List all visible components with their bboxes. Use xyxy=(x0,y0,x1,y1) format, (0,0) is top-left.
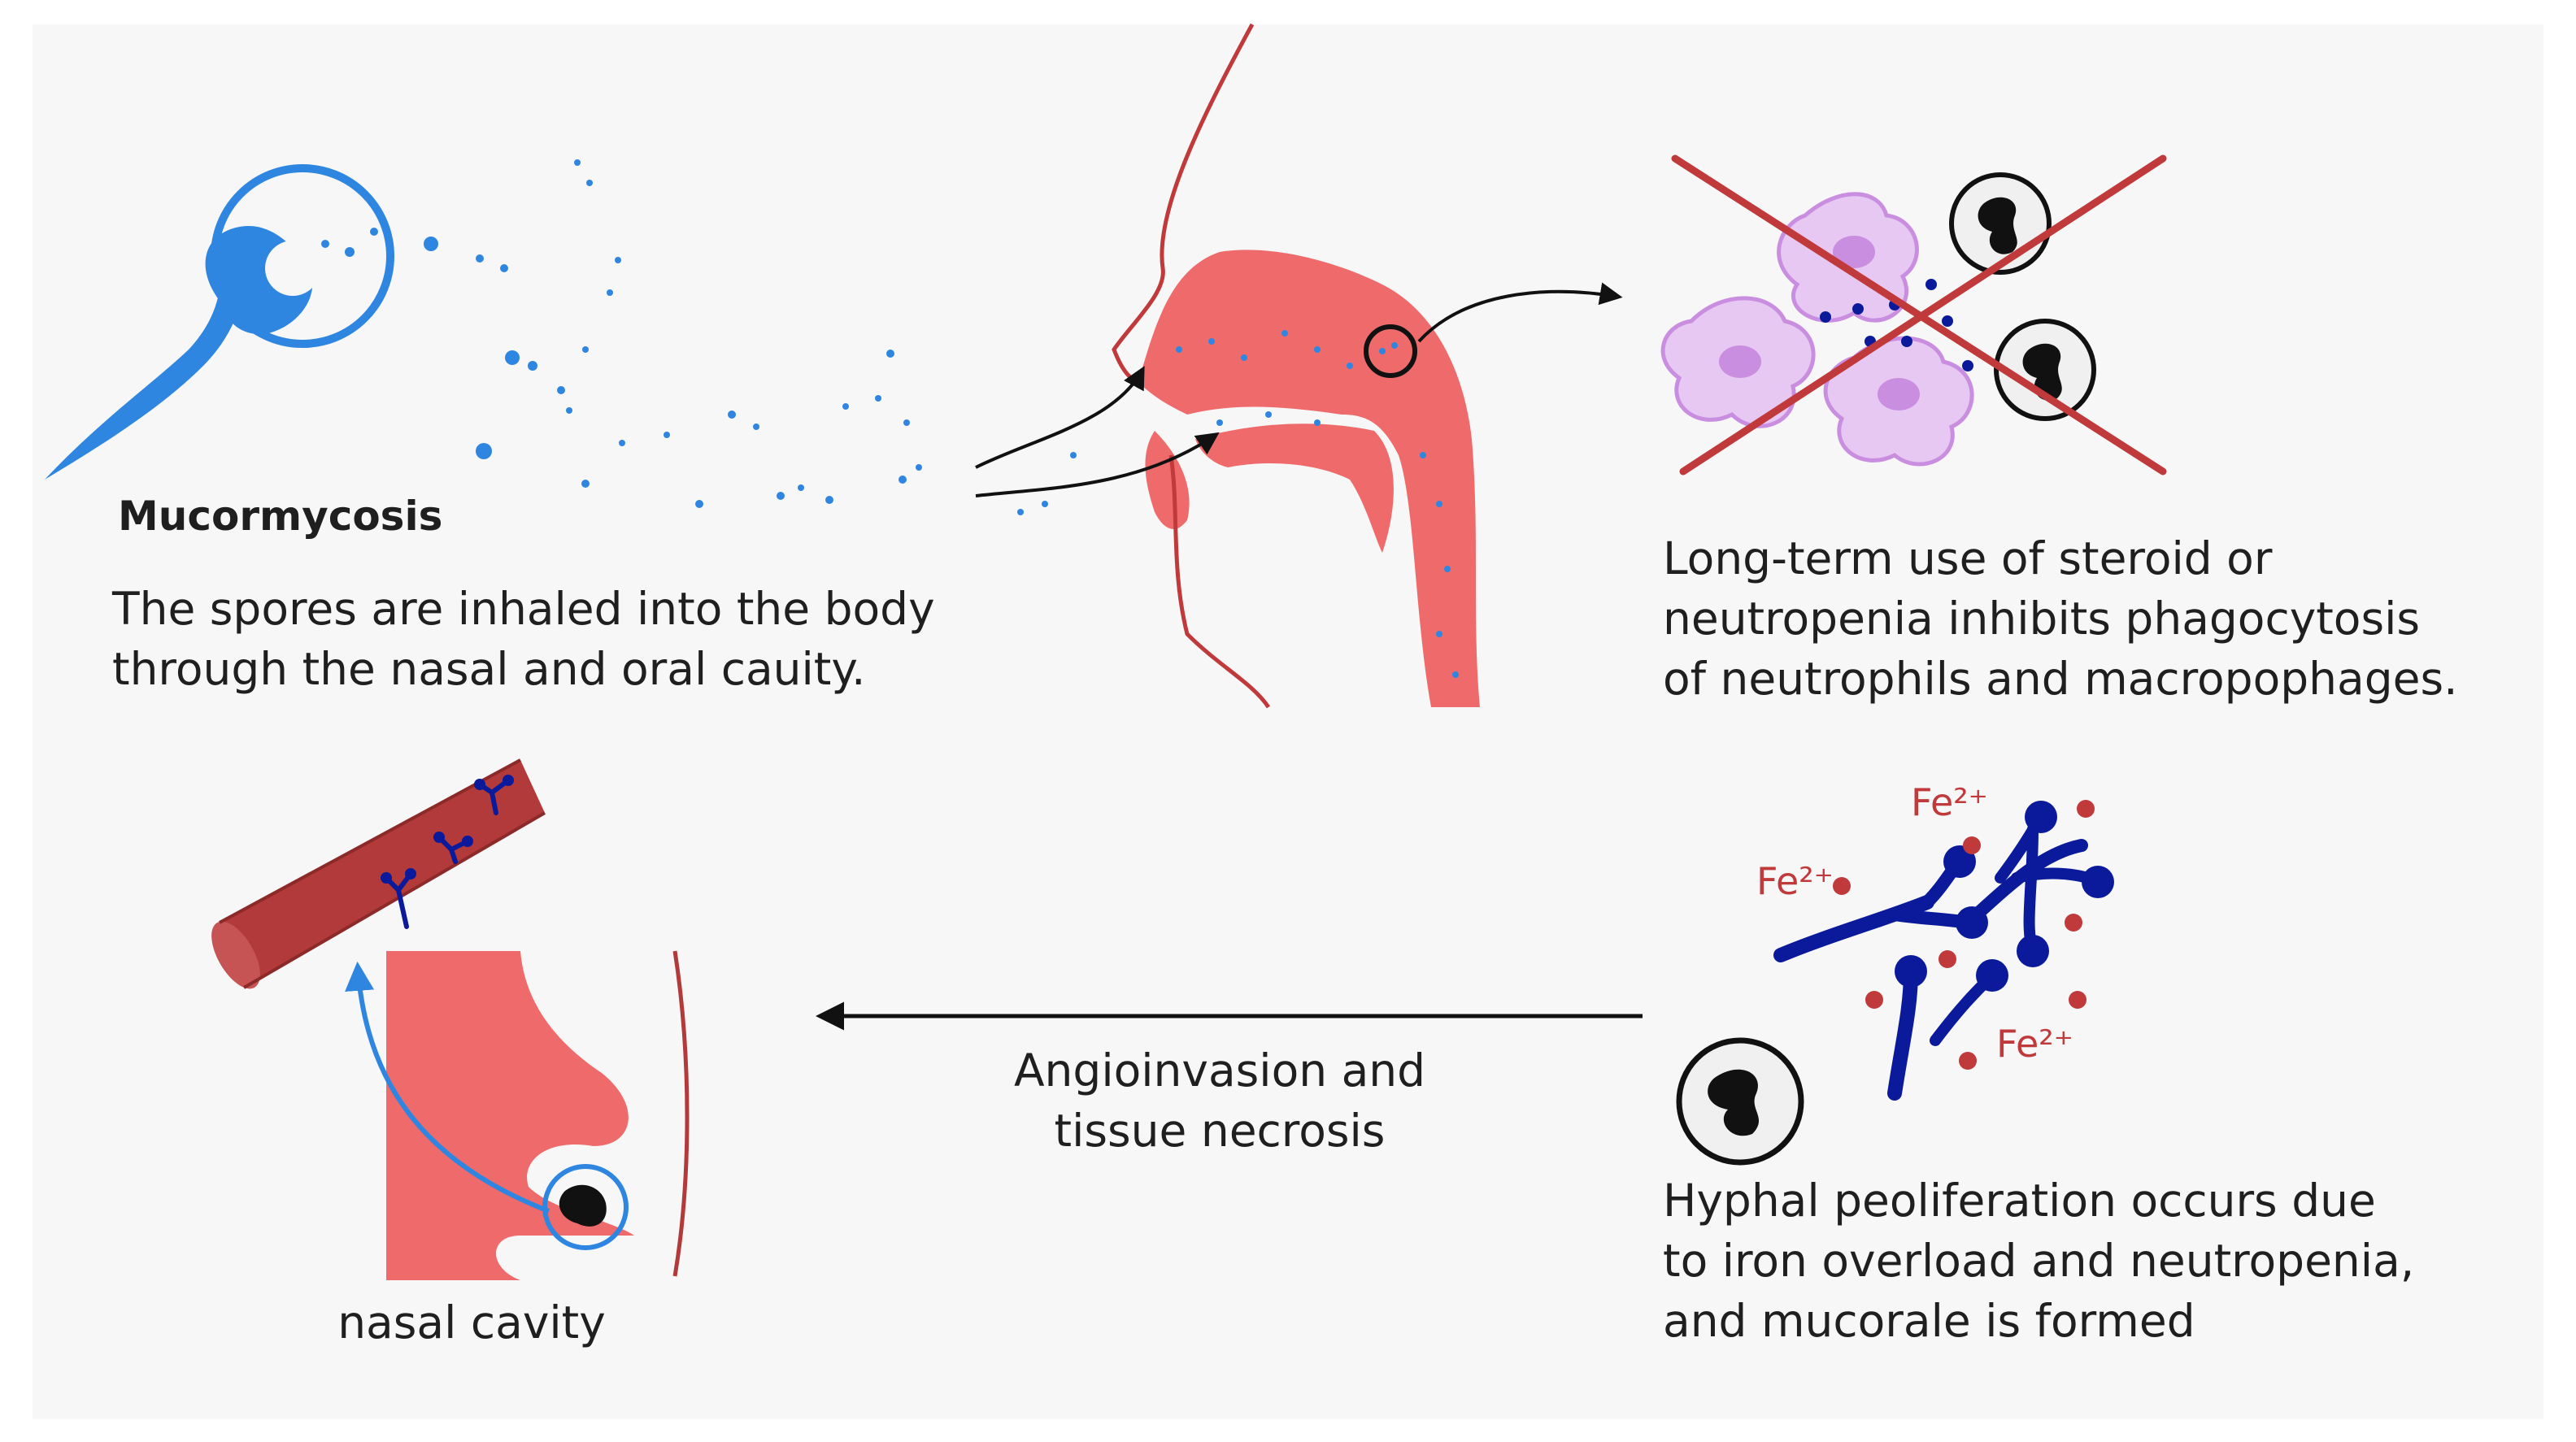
head-cross-section xyxy=(1112,23,1480,709)
invasion-arrow-blue xyxy=(345,961,550,1214)
zoom-arrow xyxy=(1417,282,1623,343)
iron-label: Fe²⁺ xyxy=(1756,859,1834,903)
sporangium-icon xyxy=(45,164,394,480)
blood-vessel xyxy=(211,758,546,989)
iron-dots xyxy=(1833,800,2095,1070)
hyphae-tips xyxy=(1895,801,2114,992)
proliferation-caption: Hyphal peoliferation occurs due to iron … xyxy=(1663,1175,2415,1347)
inhibition-cross-icon xyxy=(1671,154,2167,476)
inhale-arrow-mouth xyxy=(975,432,1220,497)
spore-cloud xyxy=(321,159,1077,515)
neutrophil-icon xyxy=(1676,1037,1804,1166)
iron-label: Fe²⁺ xyxy=(1911,780,1988,824)
mucormycosis-title: Mucormycosis xyxy=(118,493,443,540)
immune-cells xyxy=(1660,172,2096,467)
nasal-cavity-label: nasal cavity xyxy=(337,1296,606,1349)
inhalation-caption: The spores are inhaled into the body thr… xyxy=(112,583,935,695)
nasal-tissue xyxy=(386,950,690,1280)
hyphae-in-vessel-tips xyxy=(381,775,514,884)
angioinvasion-caption: Angioinvasion and tissue necrosis xyxy=(1013,1045,1426,1157)
iron-label: Fe²⁺ xyxy=(1996,1022,2073,1066)
immunity-caption: Long-term use of steroid or neutropenia … xyxy=(1663,532,2458,705)
inhale-arrow-nose xyxy=(975,366,1145,469)
